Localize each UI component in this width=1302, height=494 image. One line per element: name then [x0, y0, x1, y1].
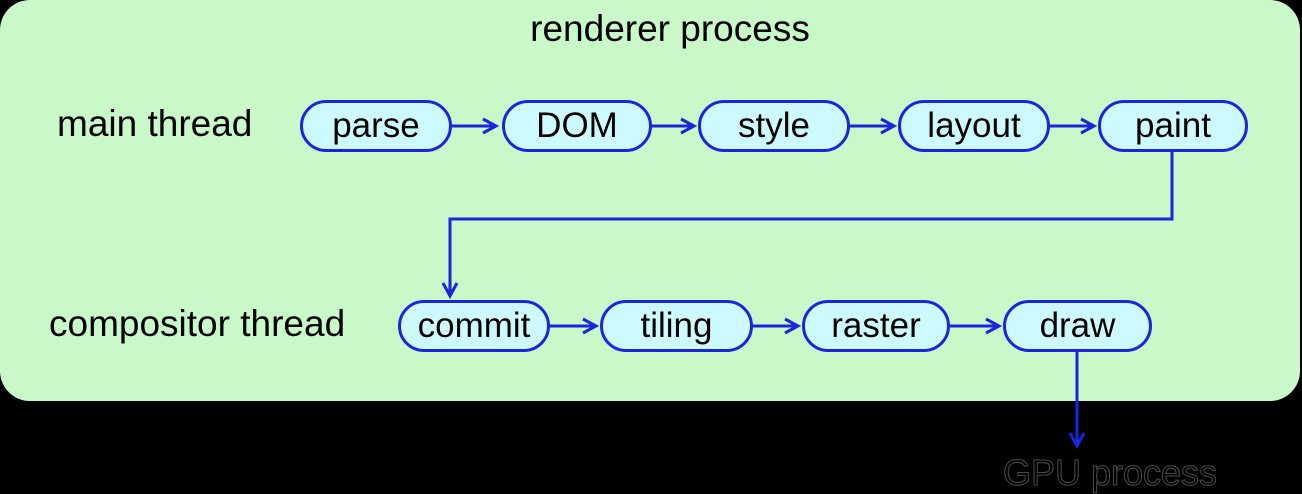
main-thread-label: main thread [57, 103, 253, 144]
compositor-thread-label: compositor thread [49, 303, 346, 344]
node-raster: raster [802, 300, 950, 352]
node-paint: paint [1098, 100, 1248, 152]
node-commit: commit [398, 300, 550, 352]
node-parse: parse [300, 100, 452, 152]
node-layout: layout [898, 100, 1050, 152]
diagram-title: renderer process [530, 8, 810, 49]
node-draw: draw [1003, 300, 1152, 352]
gpu-process-label: GPU process [1002, 452, 1218, 494]
node-dom: DOM [502, 100, 652, 152]
node-tiling: tiling [600, 300, 753, 352]
node-style: style [698, 100, 850, 152]
